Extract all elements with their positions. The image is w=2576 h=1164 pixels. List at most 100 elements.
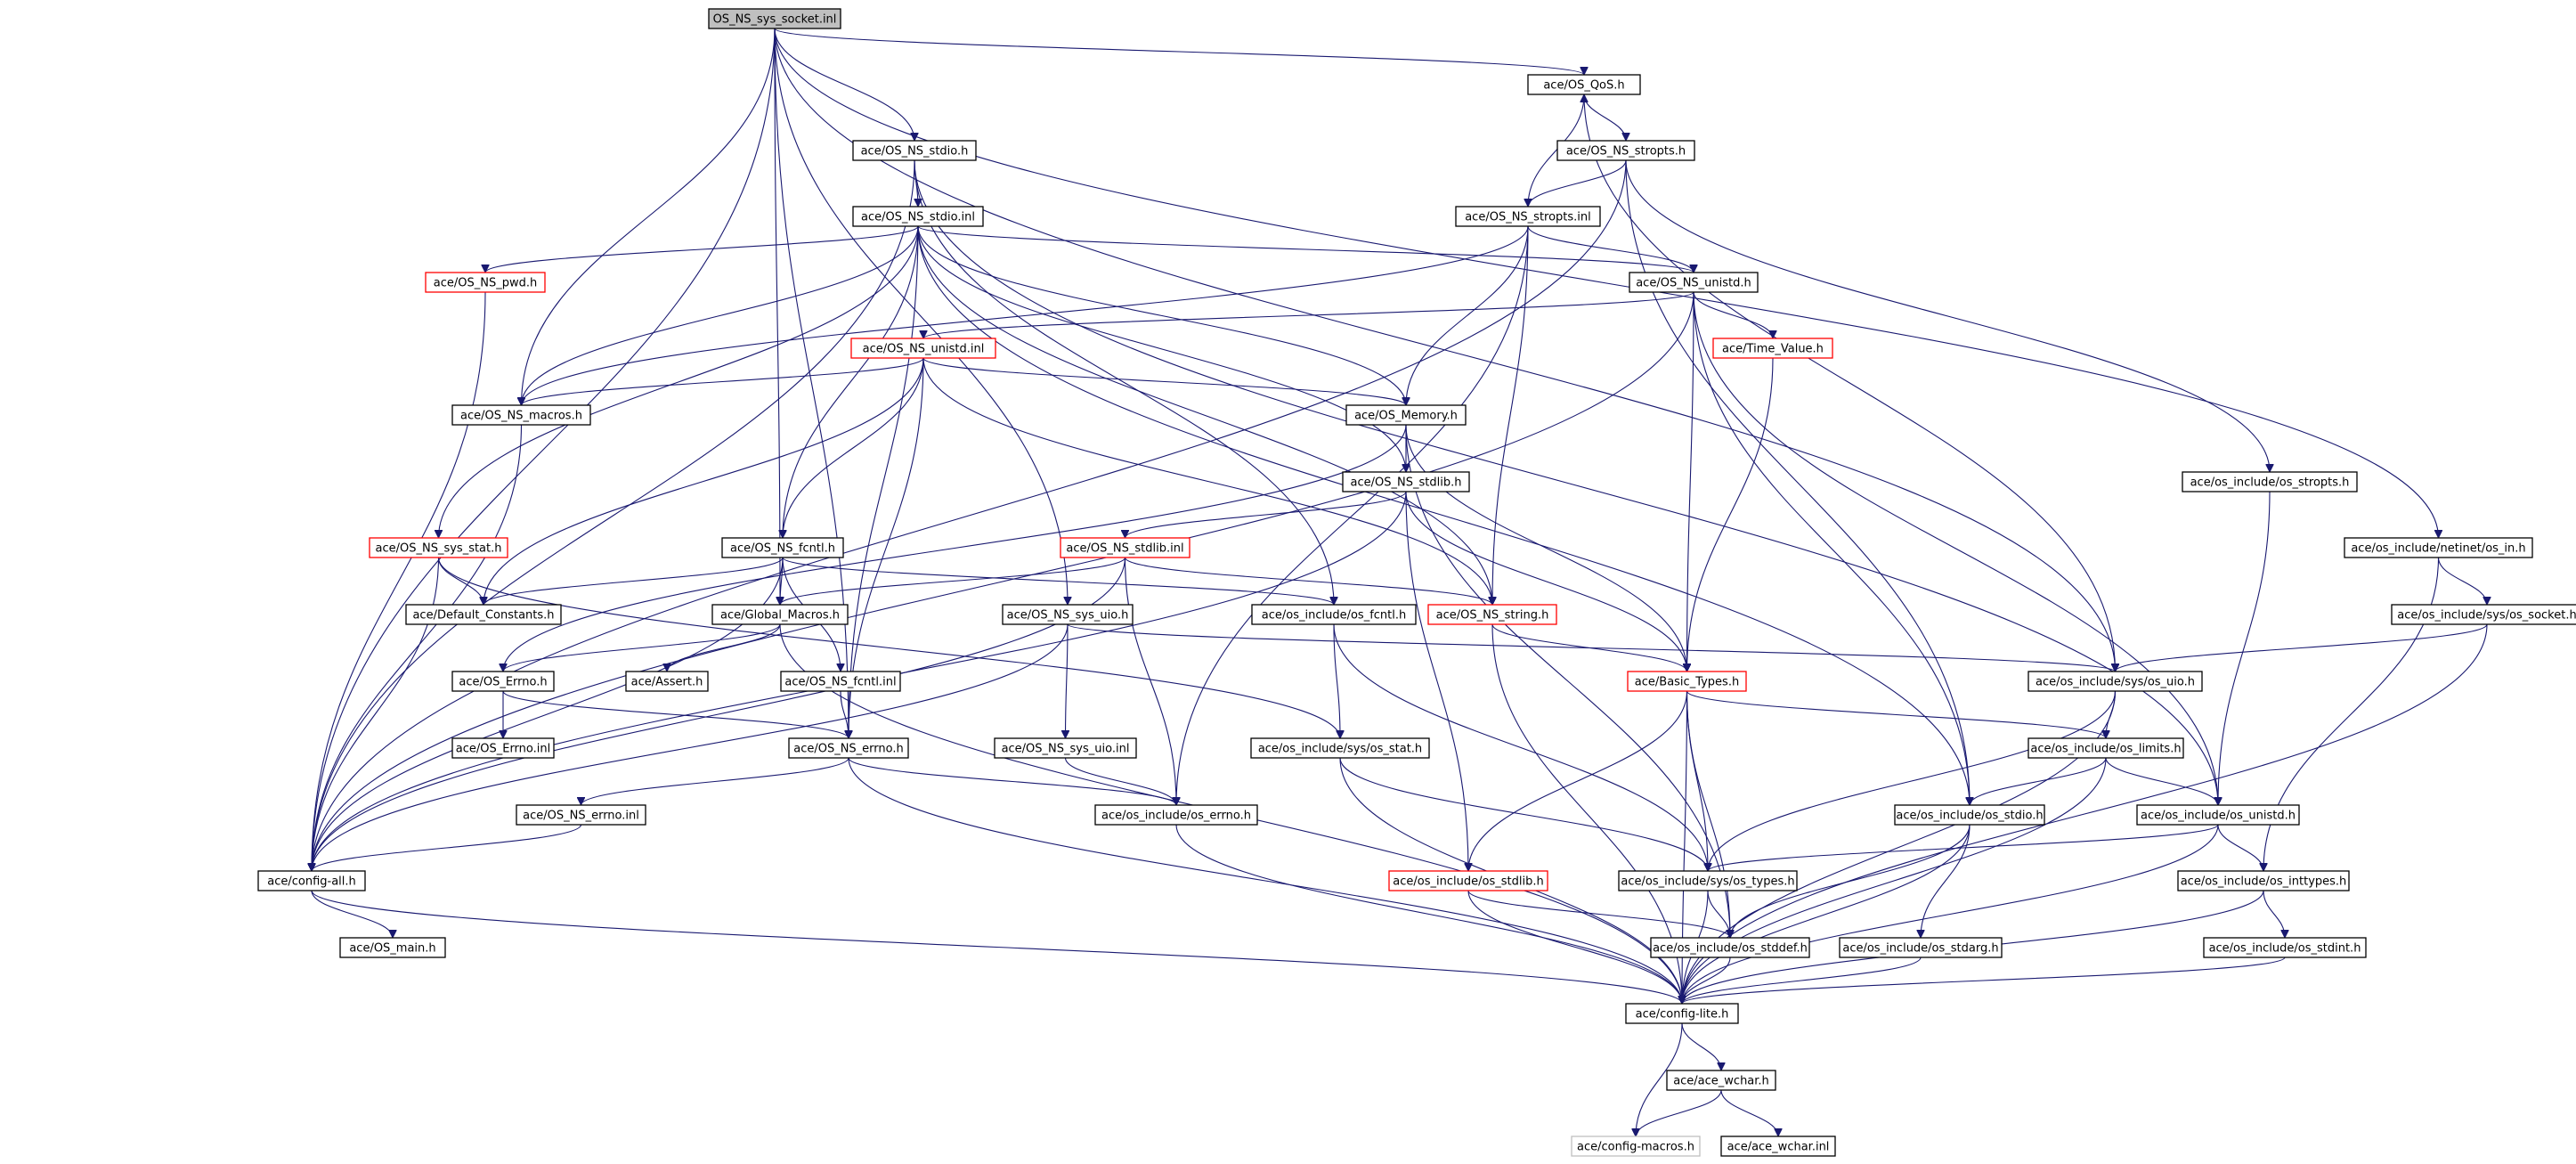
node-config_lite[interactable]: ace/config-lite.h bbox=[1625, 1003, 1739, 1024]
edge-config_lite-to-config_macros bbox=[1636, 1022, 1683, 1136]
edge-os_stdio-to-config_lite bbox=[1682, 824, 1971, 1004]
node-default_consts[interactable]: ace/Default_Constants.h bbox=[405, 604, 562, 625]
edge-basic_types-to-os_stddef bbox=[1686, 690, 1731, 938]
edge-os_sys_socket-to-os_sys_uio bbox=[2116, 623, 2488, 672]
node-label: ace/OS_QoS.h bbox=[1543, 79, 1624, 93]
edge-config_lite-to-ace_wchar_h bbox=[1681, 1022, 1721, 1071]
node-stdlib_inl[interactable]: ace/OS_NS_stdlib.inl bbox=[1060, 537, 1190, 558]
edge-config_all-to-config_lite bbox=[311, 890, 1682, 1005]
node-assert[interactable]: ace/Assert.h bbox=[625, 671, 709, 692]
edge-stropts_h-to-stropts_inl bbox=[1528, 159, 1627, 208]
node-config_all[interactable]: ace/config-all.h bbox=[257, 870, 366, 891]
node-fcntl_inl[interactable]: ace/OS_NS_fcntl.inl bbox=[780, 671, 901, 692]
node-box bbox=[451, 671, 555, 692]
node-ace_wchar_h[interactable]: ace/ace_wchar.h bbox=[1666, 1070, 1776, 1091]
node-box bbox=[405, 604, 562, 625]
node-stropts_inl[interactable]: ace/OS_NS_stropts.inl bbox=[1455, 206, 1601, 227]
node-label: ace/os_include/os_stdio.h bbox=[1896, 810, 2043, 823]
node-os_fcntl[interactable]: ace/os_include/os_fcntl.h bbox=[1251, 604, 1417, 625]
node-box bbox=[1839, 937, 2003, 958]
edge-os_stdio-to-os_stddef bbox=[1730, 824, 1971, 938]
node-os_unistd[interactable]: ace/os_include/os_unistd.h bbox=[2136, 804, 2300, 826]
edge-root-to-netinet_in bbox=[774, 28, 2439, 538]
node-os_stdio[interactable]: ace/os_include/os_stdio.h bbox=[1894, 804, 2045, 826]
node-box bbox=[257, 870, 366, 891]
node-os_errno_h[interactable]: ace/OS_Errno.h bbox=[451, 671, 555, 692]
node-sys_uio_inl[interactable]: ace/OS_NS_sys_uio.inl bbox=[994, 737, 1137, 759]
edge-os_stdlib-to-config_lite bbox=[1467, 890, 1682, 1004]
node-fcntl_h[interactable]: ace/OS_NS_fcntl.h bbox=[721, 537, 844, 558]
node-os_stdlib[interactable]: ace/os_include/os_stdlib.h bbox=[1388, 870, 1548, 891]
node-basic_types[interactable]: ace/Basic_Types.h bbox=[1627, 671, 1747, 692]
node-os_errno_inl[interactable]: ace/OS_Errno.inl bbox=[451, 737, 555, 759]
edge-root-to-qos bbox=[774, 28, 1584, 76]
node-box bbox=[2203, 937, 2367, 958]
edge-os_sys_types-to-os_stddef bbox=[1707, 890, 1730, 938]
node-os_inttypes[interactable]: ace/os_include/os_inttypes.h bbox=[2177, 870, 2350, 891]
node-macros[interactable]: ace/OS_NS_macros.h bbox=[451, 404, 591, 426]
node-string_h[interactable]: ace/OS_NS_string.h bbox=[1427, 604, 1557, 625]
edge-qos-to-stropts_h bbox=[1583, 94, 1626, 142]
node-netinet_in[interactable]: ace/os_include/netinet/os_in.h bbox=[2344, 537, 2533, 558]
node-box bbox=[1720, 1136, 1836, 1157]
node-label: ace/Time_Value.h bbox=[1722, 343, 1824, 356]
node-unistd_inl[interactable]: ace/OS_NS_unistd.inl bbox=[850, 338, 996, 359]
node-os_stdint[interactable]: ace/os_include/os_stdint.h bbox=[2203, 937, 2367, 958]
node-box bbox=[1345, 404, 1467, 426]
node-box bbox=[780, 671, 901, 692]
node-label: ace/OS_NS_errno.h bbox=[793, 743, 904, 756]
node-label: ace/os_include/netinet/os_in.h bbox=[2351, 542, 2525, 556]
edge-stropts_h-to-os_stropts bbox=[1625, 159, 2270, 472]
node-timevalue[interactable]: ace/Time_Value.h bbox=[1712, 338, 1833, 359]
node-memory[interactable]: ace/OS_Memory.h bbox=[1345, 404, 1467, 426]
node-os_stdarg[interactable]: ace/os_include/os_stdarg.h bbox=[1839, 937, 2003, 958]
node-box bbox=[852, 140, 977, 161]
edge-memory-to-os_stddef bbox=[1405, 424, 1730, 938]
node-qos[interactable]: ace/OS_QoS.h bbox=[1527, 74, 1641, 95]
node-stdio_h[interactable]: ace/OS_NS_stdio.h bbox=[852, 140, 977, 161]
node-stdio_inl[interactable]: ace/OS_NS_stdio.inl bbox=[852, 206, 984, 227]
node-box bbox=[1627, 671, 1747, 692]
node-stdlib_h[interactable]: ace/OS_NS_stdlib.h bbox=[1342, 471, 1470, 492]
node-ns_errno_h[interactable]: ace/OS_NS_errno.h bbox=[788, 737, 909, 759]
node-box bbox=[721, 537, 844, 558]
node-label: ace/OS_NS_sys_uio.h bbox=[1007, 609, 1129, 623]
node-stropts_h[interactable]: ace/OS_NS_stropts.h bbox=[1556, 140, 1695, 161]
edge-unistd_inl-to-macros bbox=[522, 357, 924, 406]
node-os_errno[interactable]: ace/os_include/os_errno.h bbox=[1094, 804, 1258, 826]
node-config_macros[interactable]: ace/config-macros.h bbox=[1571, 1136, 1701, 1157]
node-os_sys_uio[interactable]: ace/os_include/sys/os_uio.h bbox=[2027, 671, 2203, 692]
node-os_stropts[interactable]: ace/os_include/os_stropts.h bbox=[2182, 471, 2358, 492]
node-os_sys_stat[interactable]: ace/os_include/sys/os_stat.h bbox=[1250, 737, 1430, 759]
node-label: ace/config-lite.h bbox=[1636, 1008, 1729, 1022]
edge-global_macros-to-os_errno_h bbox=[503, 623, 781, 672]
node-os_sys_socket[interactable]: ace/os_include/sys/os_socket.h bbox=[2391, 604, 2576, 625]
edge-ace_wchar_h-to-ace_wchar_inl bbox=[1720, 1089, 1778, 1137]
node-label: ace/ace_wchar.h bbox=[1673, 1075, 1769, 1088]
edge-stdio_inl-to-ns_errno_h bbox=[849, 225, 919, 738]
node-pwd[interactable]: ace/OS_NS_pwd.h bbox=[425, 272, 546, 293]
node-box bbox=[994, 737, 1137, 759]
edge-stropts_inl-to-macros bbox=[522, 225, 1529, 405]
edge-stdio_inl-to-macros bbox=[522, 225, 919, 405]
node-sys_stat[interactable]: ace/OS_NS_sys_stat.h bbox=[369, 537, 508, 558]
node-os_sys_types[interactable]: ace/os_include/sys/os_types.h bbox=[1618, 870, 1798, 891]
node-root[interactable]: OS_NS_sys_socket.inl bbox=[708, 8, 841, 29]
edge-root-to-global_macros bbox=[774, 28, 780, 605]
node-box bbox=[711, 604, 849, 625]
node-global_macros[interactable]: ace/Global_Macros.h bbox=[711, 604, 849, 625]
node-layer: OS_NS_sys_socket.inl ace/OS_QoS.h ace/OS_N… bbox=[257, 8, 2576, 1157]
edge-stdio_h-to-os_fcntl bbox=[914, 159, 1334, 605]
node-os_limits[interactable]: ace/os_include/os_limits.h bbox=[2027, 737, 2184, 759]
node-ace_wchar_inl[interactable]: ace/ace_wchar.inl bbox=[1720, 1136, 1836, 1157]
node-sys_uio_h[interactable]: ace/OS_NS_sys_uio.h bbox=[1002, 604, 1134, 625]
node-os_stddef[interactable]: ace/os_include/os_stddef.h bbox=[1650, 937, 1810, 958]
node-unistd_h[interactable]: ace/OS_NS_unistd.h bbox=[1629, 272, 1759, 293]
edge-unistd_inl-to-string_h bbox=[922, 357, 1492, 605]
node-box bbox=[1094, 804, 1258, 826]
edge-memory-to-os_errno_h bbox=[503, 424, 1407, 672]
node-os_main[interactable]: ace/OS_main.h bbox=[339, 937, 446, 958]
node-ns_errno_inl[interactable]: ace/OS_NS_errno.inl bbox=[516, 804, 646, 826]
node-label: ace/OS_NS_stdlib.inl bbox=[1066, 542, 1183, 556]
